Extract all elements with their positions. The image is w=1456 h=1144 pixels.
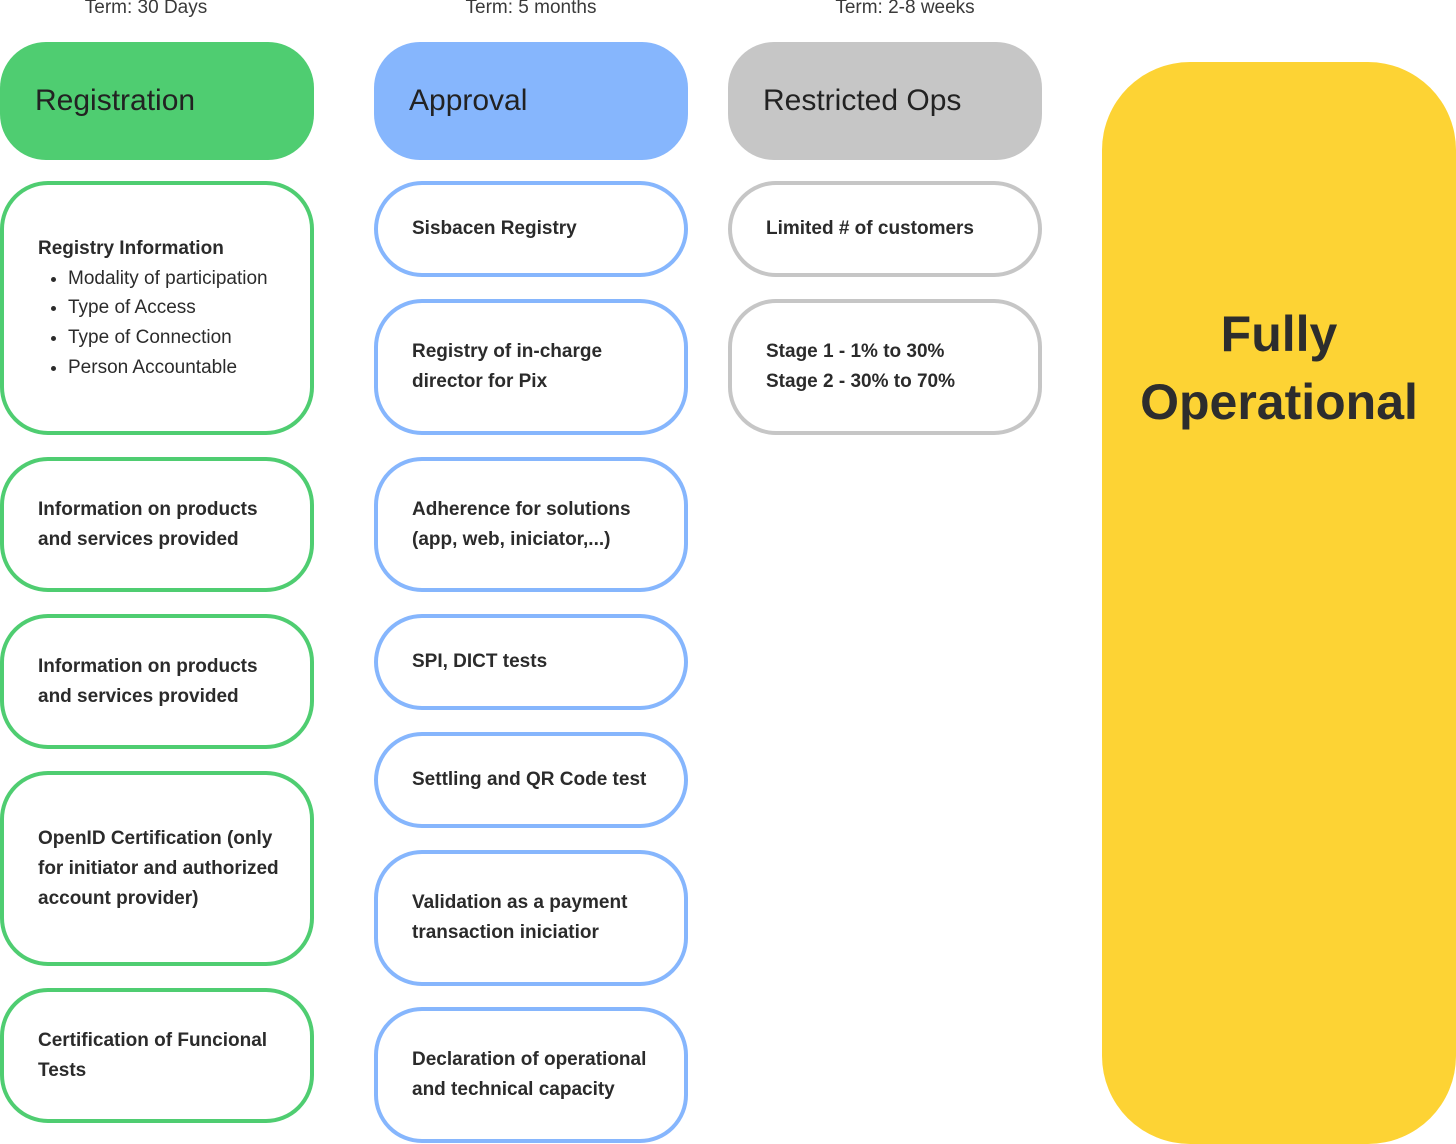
restricted-ops-title: Restricted Ops [763, 84, 962, 117]
qr-code-test-card: Settling and QR Code test [374, 732, 688, 828]
registration-header: Registration [0, 42, 314, 160]
card-title: Limited # of customers [766, 218, 974, 239]
card-title: Settling and QR Code test [412, 769, 647, 790]
adherence-solutions-card: Adherence for solutions (app, web, inici… [374, 457, 688, 592]
sisbacen-registry-card: Sisbacen Registry [374, 181, 688, 277]
card-title: Certification of Funcional Tests [38, 1029, 268, 1081]
card-title: Sisbacen Registry [412, 218, 577, 239]
stages-card: Stage 1 - 1% to 30% Stage 2 - 30% to 70% [728, 299, 1042, 435]
products-services-card-2: Information on products and services pro… [0, 614, 314, 749]
card-title: Registry of in-charge director for Pix [412, 341, 603, 392]
card-title: Declaration of operational and technical… [412, 1049, 647, 1100]
card-title: Information on products and services pro… [38, 498, 258, 550]
in-charge-director-card: Registry of in-charge director for Pix [374, 299, 688, 435]
restricted-ops-term: Term: 2-8 weeks [835, 0, 975, 18]
restricted-ops-header: Restricted Ops [728, 42, 1042, 160]
registry-information-card: Registry Information Modality of partici… [0, 181, 314, 435]
products-services-card-1: Information on products and services pro… [0, 457, 314, 592]
stage-2-text: Stage 2 - 30% to 70% [766, 371, 956, 392]
payment-validation-card: Validation as a payment transaction inic… [374, 850, 688, 986]
openid-certification-card: OpenID Certification (only for initiator… [0, 771, 314, 966]
fully-operational-stage: Fully Operational [1102, 62, 1456, 1144]
list-item: Modality of participation [68, 264, 280, 294]
card-title: Adherence for solutions (app, web, inici… [412, 498, 631, 550]
list-item: Person Accountable [68, 353, 280, 383]
list-item: Type of Access [68, 293, 280, 323]
list-item: Type of Connection [68, 323, 280, 353]
card-title: Validation as a payment transaction inic… [412, 892, 628, 943]
approval-header: Approval [374, 42, 688, 160]
card-title: SPI, DICT tests [412, 651, 548, 672]
registry-information-list: Modality of participation Type of Access… [38, 264, 280, 382]
fully-operational-label: Fully Operational [1140, 306, 1418, 430]
limited-customers-card: Limited # of customers [728, 181, 1042, 277]
operational-capacity-card: Declaration of operational and technical… [374, 1007, 688, 1143]
card-title: Registry Information [38, 237, 224, 259]
stage-1-text: Stage 1 - 1% to 30% [766, 341, 945, 362]
card-title: OpenID Certification (only for initiator… [38, 827, 279, 909]
approval-title: Approval [409, 84, 528, 117]
approval-term: Term: 5 months [465, 0, 597, 18]
funcional-tests-card: Certification of Funcional Tests [0, 988, 314, 1123]
card-title: Information on products and services pro… [38, 655, 258, 707]
registration-title: Registration [35, 84, 196, 117]
spi-dict-tests-card: SPI, DICT tests [374, 614, 688, 710]
registration-term: Term: 30 Days [84, 0, 208, 18]
